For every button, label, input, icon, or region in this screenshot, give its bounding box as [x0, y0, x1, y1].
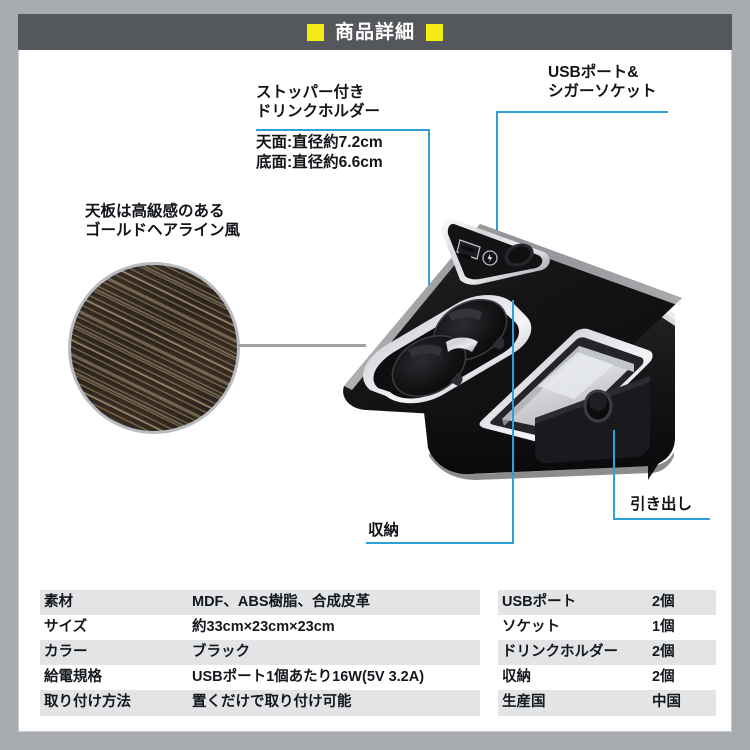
- spec-table-secondary: USBポート 2個 ソケット 1個 ドリンクホルダー 2個 収納 2個 生産国: [498, 590, 716, 716]
- specification-tables: 素材 MDF、ABS樹脂、合成皮革 サイズ 約33cm×23cm×23cm カラ…: [40, 590, 716, 716]
- spec-value: 約33cm×23cm×23cm: [188, 615, 480, 641]
- callout-drink-holder-divider: [256, 129, 428, 131]
- callout-drink-holder-leader: [428, 129, 430, 347]
- product-image: [330, 180, 690, 500]
- spec-value: MDF、ABS樹脂、合成皮革: [188, 590, 480, 616]
- callout-storage-underline: [366, 542, 514, 544]
- table-row: USBポート 2個: [498, 590, 716, 616]
- spec-key: 素材: [40, 590, 188, 616]
- section-header: 商品詳細: [18, 14, 732, 50]
- table-row: 給電規格 USBポート1個あたり16W(5V 3.2A): [40, 665, 480, 691]
- spec-table-primary: 素材 MDF、ABS樹脂、合成皮革 サイズ 約33cm×23cm×23cm カラ…: [40, 590, 480, 716]
- table-row: サイズ 約33cm×23cm×23cm: [40, 615, 480, 641]
- yellow-square-left-icon: [306, 23, 324, 41]
- spec-key: 取り付け方法: [40, 690, 188, 716]
- callout-top-panel-title: 天板は高級感のある ゴールドヘアライン風: [85, 203, 241, 239]
- spec-value: 2個: [648, 640, 716, 666]
- table-row: カラー ブラック: [40, 640, 480, 666]
- table-row: 生産国 中国: [498, 690, 716, 716]
- callout-drawer-leader: [613, 430, 615, 520]
- spec-key: ソケット: [498, 615, 648, 641]
- spec-value: ブラック: [188, 640, 480, 666]
- callout-storage-leader: [512, 300, 514, 544]
- spec-key: 収納: [498, 665, 648, 691]
- callout-drink-holder-detail-top: 天面:直径約7.2cm: [256, 134, 383, 151]
- product-console-organizer-illustration: [343, 217, 682, 480]
- table-row: 収納 2個: [498, 665, 716, 691]
- spec-key: ドリンクホルダー: [498, 640, 648, 666]
- spec-value: 2個: [648, 590, 716, 616]
- yellow-square-right-icon: [426, 23, 443, 41]
- table-row: ソケット 1個: [498, 615, 716, 641]
- callout-usb-socket-underline: [496, 111, 668, 113]
- spec-key: USBポート: [498, 590, 648, 616]
- spec-value: 2個: [648, 665, 716, 691]
- spec-key: サイズ: [40, 615, 188, 641]
- page-title: 商品詳細: [334, 21, 415, 43]
- callout-drawer-underline: [613, 518, 710, 520]
- table-row: ドリンクホルダー 2個: [498, 640, 716, 666]
- spec-value: 置くだけで取り付け可能: [188, 690, 480, 716]
- spec-key: 給電規格: [40, 665, 188, 691]
- top-panel-texture-zoom: [68, 262, 240, 434]
- spec-value: USBポート1個あたり16W(5V 3.2A): [188, 665, 480, 691]
- table-row: 取り付け方法 置くだけで取り付け可能: [40, 690, 480, 716]
- callout-drawer-title: 引き出し: [630, 496, 693, 513]
- callout-usb-socket-leader: [496, 111, 498, 243]
- callout-storage-title: 収納: [368, 522, 400, 539]
- spec-key: 生産国: [498, 690, 648, 716]
- callout-top-panel-leader: [238, 344, 366, 347]
- callout-drink-holder-title: ストッパー付き ドリンクホルダー: [256, 84, 381, 120]
- table-row: 素材 MDF、ABS樹脂、合成皮革: [40, 590, 480, 616]
- spec-key: カラー: [40, 640, 188, 666]
- callout-drink-holder-detail-bottom: 底面:直径約6.6cm: [256, 154, 383, 171]
- callout-drink-holder-elbow: [410, 129, 430, 131]
- spec-value: 中国: [648, 690, 716, 716]
- spec-value: 1個: [648, 615, 716, 641]
- callout-usb-socket-title: USBポート& シガーソケット: [548, 64, 657, 100]
